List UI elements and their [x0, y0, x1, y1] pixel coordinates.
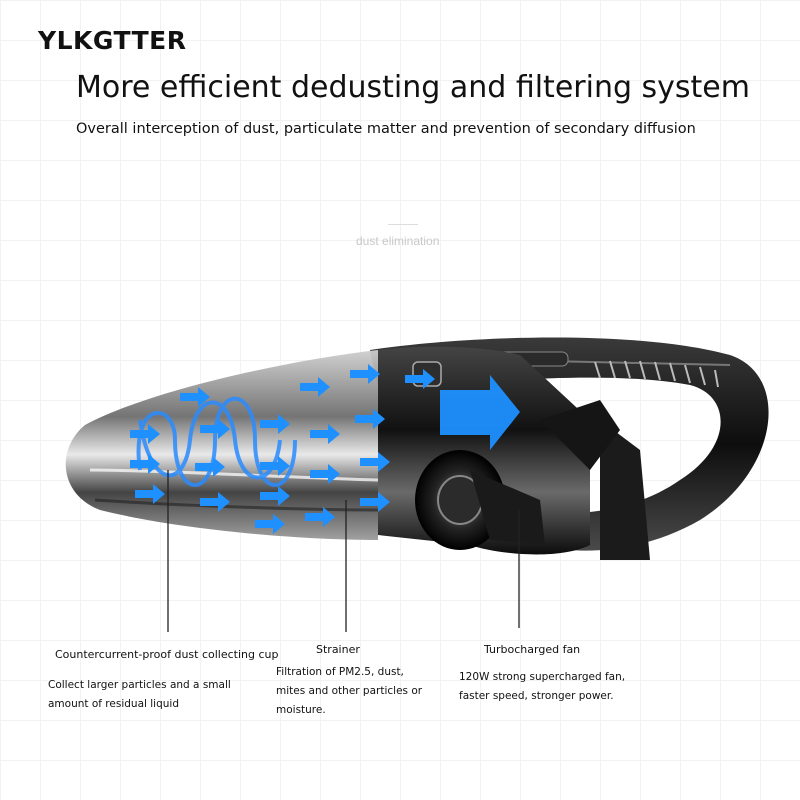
airflow-arrows: [130, 364, 520, 534]
page-subtitle: Overall interception of dust, particulat…: [76, 121, 696, 137]
airflow-arrow-icon: [260, 486, 290, 506]
callout-title-cup: Countercurrent-proof dust collecting cup: [55, 648, 279, 661]
faint-divider: [388, 224, 418, 225]
airflow-arrow-icon: [360, 452, 390, 472]
vacuum-handle: [370, 337, 769, 560]
callout-desc-fan: 120W strong supercharged fan, faster spe…: [459, 671, 626, 702]
airflow-arrow-icon: [355, 409, 385, 429]
callout-title-fan: Turbocharged fan: [484, 643, 581, 656]
callout-desc-strainer: Filtration of PM2.5, dust, mites and oth…: [276, 666, 423, 716]
airflow-arrow-icon: [260, 414, 290, 434]
callout-title-strainer: Strainer: [316, 643, 360, 656]
brand-logo: YLKGTTER: [38, 26, 187, 55]
airflow-arrow-icon: [180, 387, 210, 407]
dust-collecting-cup: [65, 350, 379, 540]
faint-caption: dust elimination: [356, 234, 440, 248]
turbo-fan: [415, 450, 545, 550]
airflow-arrow-icon: [360, 492, 390, 512]
airflow-arrow-icon: [350, 364, 380, 384]
airflow-arrow-icon: [200, 492, 230, 512]
airflow-arrow-icon: [310, 424, 340, 444]
airflow-arrow-icon: [195, 457, 225, 477]
airflow-arrow-icon: [255, 514, 285, 534]
cyclone-spiral: [136, 396, 297, 487]
airflow-arrow-icon: [200, 419, 230, 439]
airflow-arrow-icon: [130, 454, 160, 474]
airflow-arrow-icon: [260, 456, 290, 476]
callout-leader-lines: [167, 470, 520, 632]
callout-desc-cup: Collect larger particles and a small amo…: [48, 679, 231, 710]
airflow-arrow-icon: [300, 377, 330, 397]
airflow-arrow-icon: [305, 507, 335, 527]
airflow-arrow-icon: [405, 369, 435, 389]
airflow-arrow-icon: [310, 464, 340, 484]
big-airflow-arrow-icon: [440, 375, 520, 450]
airflow-arrow-icon: [135, 484, 165, 504]
page-title: More efficient dedusting and filtering s…: [76, 70, 750, 105]
airflow-arrow-icon: [130, 424, 160, 444]
